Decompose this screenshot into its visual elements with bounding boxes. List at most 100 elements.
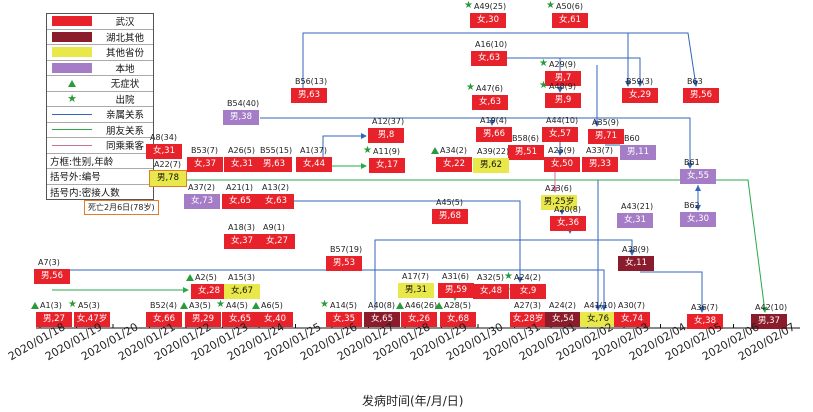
hubei-other-swatch bbox=[52, 31, 92, 42]
case-id: A38(9) bbox=[622, 245, 649, 254]
friend-link bbox=[150, 179, 768, 313]
asymptomatic-triangle-icon bbox=[31, 302, 39, 309]
case-box: 男,66 bbox=[476, 127, 512, 142]
case-id: A13(2) bbox=[262, 183, 289, 192]
case-id: A43(21) bbox=[621, 202, 654, 211]
case-id: B63 bbox=[687, 77, 703, 86]
discharged-star-icon: ★ bbox=[504, 271, 513, 282]
family-link bbox=[640, 271, 705, 313]
family-link bbox=[322, 133, 367, 157]
case-box: 女,73 bbox=[184, 194, 220, 209]
legend-note: 方框:性别,年龄 bbox=[50, 156, 114, 168]
case-id: A7(3) bbox=[38, 258, 60, 267]
case-id: B54(40) bbox=[227, 99, 260, 108]
case-id: A50(6) bbox=[556, 2, 583, 11]
case-box: 男,7 bbox=[545, 71, 581, 86]
case-box: 男,25岁 bbox=[541, 195, 577, 210]
case-box: 女,40 bbox=[257, 312, 293, 327]
asymptomatic-triangle-icon bbox=[180, 302, 188, 309]
case-id: A26(5) bbox=[228, 146, 255, 155]
case-box: 女,9 bbox=[510, 284, 546, 299]
asymptomatic-triangle-icon bbox=[431, 147, 439, 154]
case-box: 女,30 bbox=[470, 13, 506, 28]
case-id: A1(3) bbox=[40, 301, 62, 310]
asymptomatic-triangle-icon bbox=[186, 274, 194, 281]
case-id: A1(37) bbox=[300, 146, 327, 155]
case-box: 女,28岁 bbox=[510, 312, 546, 327]
case-box: 女,67 bbox=[224, 284, 260, 299]
case-box: 女,65 bbox=[364, 312, 400, 327]
case-box: 男,8 bbox=[368, 128, 404, 143]
case-id: A20(8) bbox=[554, 205, 581, 214]
case-id: A40(8) bbox=[368, 301, 395, 310]
case-box: 男,62 bbox=[473, 158, 509, 173]
discharged-star-icon: ★ bbox=[320, 299, 329, 310]
case-id: A29(9) bbox=[549, 60, 576, 69]
local-swatch bbox=[52, 62, 92, 73]
legend-row-note-outside: 括号外:编号 bbox=[47, 169, 153, 185]
discharged-star-icon: ★ bbox=[539, 80, 548, 91]
family-line-icon bbox=[52, 113, 92, 115]
case-box: 男,51 bbox=[508, 145, 544, 160]
case-box: 女,37 bbox=[187, 157, 223, 172]
case-box: 男,27 bbox=[36, 312, 72, 327]
case-box: 男,56 bbox=[34, 269, 70, 284]
case-box: 男,31 bbox=[398, 283, 434, 298]
case-id: A6(5) bbox=[261, 301, 283, 310]
legend-row-wuhan: 武汉 bbox=[47, 14, 153, 30]
case-box: 女,66 bbox=[146, 312, 182, 327]
case-id: A9(1) bbox=[263, 223, 285, 232]
family-link bbox=[374, 239, 635, 310]
case-box: 女,63 bbox=[258, 194, 294, 209]
case-id: A36(7) bbox=[691, 303, 718, 312]
wuhan-swatch bbox=[52, 16, 92, 27]
case-id: A41(10) bbox=[584, 301, 617, 310]
legend-row-asymptomatic: 无症状 bbox=[47, 76, 153, 92]
case-box: 女,36 bbox=[550, 216, 586, 231]
asymptomatic-triangle-icon bbox=[252, 302, 260, 309]
case-box: 女,11 bbox=[618, 256, 654, 271]
case-box: 女,31 bbox=[617, 213, 653, 228]
case-box: 女,31 bbox=[224, 157, 260, 172]
death-note: 死亡2月6日(78岁) bbox=[84, 200, 159, 215]
case-id: B55(15) bbox=[260, 146, 293, 155]
case-id: A42(10) bbox=[755, 303, 788, 312]
case-box: 女,47岁 bbox=[74, 312, 110, 327]
case-id: A49(25) bbox=[474, 2, 507, 11]
star-icon: ★ bbox=[67, 92, 77, 106]
case-id: B56(13) bbox=[295, 77, 328, 86]
case-box: 男,68 bbox=[432, 209, 468, 224]
case-box: 女,68 bbox=[440, 312, 476, 327]
case-box: 男,11 bbox=[620, 145, 656, 160]
case-id: A16(10) bbox=[475, 40, 508, 49]
discharged-star-icon: ★ bbox=[546, 0, 555, 11]
discharged-star-icon: ★ bbox=[539, 58, 548, 69]
case-id: A19(4) bbox=[480, 116, 507, 125]
family-link bbox=[290, 200, 523, 283]
case-id: B59(3) bbox=[626, 77, 653, 86]
other-province-swatch bbox=[52, 47, 92, 58]
legend-row-note-inside: 括号内:密接人数 bbox=[47, 185, 153, 200]
case-id: A11(9) bbox=[373, 147, 400, 156]
legend-row-note-box: 方框:性别,年龄 bbox=[47, 154, 153, 169]
case-box: 男,37 bbox=[751, 314, 787, 329]
case-box: 男,63 bbox=[291, 88, 327, 103]
legend-label: 出院 bbox=[115, 94, 135, 106]
legend-label: 朋友关系 bbox=[105, 125, 144, 137]
case-box: 男,56 bbox=[683, 88, 719, 103]
case-id: A5(3) bbox=[78, 301, 100, 310]
case-box: 女,63 bbox=[471, 51, 507, 66]
family-link bbox=[260, 117, 693, 169]
discharged-star-icon: ★ bbox=[363, 145, 372, 156]
case-id: A24(2) bbox=[514, 273, 541, 282]
case-id: A25(9) bbox=[548, 146, 575, 155]
legend-row-passenger: 同乘乘客 bbox=[47, 138, 153, 154]
legend-row-friend: 朋友关系 bbox=[47, 123, 153, 138]
case-box: 女,61 bbox=[552, 13, 588, 28]
legend-label: 其他省份 bbox=[105, 48, 144, 60]
case-id: B53(7) bbox=[191, 146, 218, 155]
case-box: 女,30 bbox=[680, 212, 716, 227]
case-box: 女,27 bbox=[259, 234, 295, 249]
case-id: A18(3) bbox=[228, 223, 255, 232]
